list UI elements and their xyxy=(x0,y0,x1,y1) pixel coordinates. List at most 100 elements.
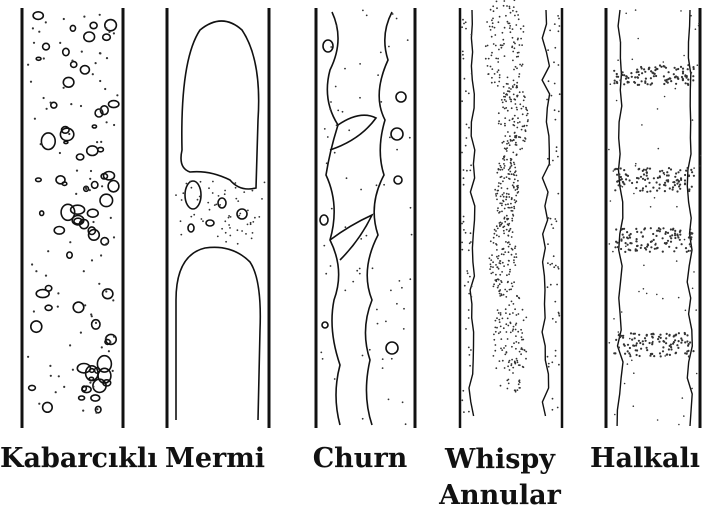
gas-bubble xyxy=(54,227,64,235)
stipple-dot xyxy=(346,177,348,179)
stipple-dot xyxy=(633,345,635,347)
stipple-dot xyxy=(557,15,559,17)
stipple-dot xyxy=(651,353,653,355)
liquid-wisp-dot xyxy=(518,136,520,138)
liquid-wisp-dot xyxy=(502,169,504,171)
liquid-wisp-dot xyxy=(516,109,518,111)
stipple-dot xyxy=(690,72,692,74)
stipple-dot xyxy=(465,232,467,234)
liquid-wisp-dot xyxy=(497,61,499,63)
gas-bubble xyxy=(391,128,403,140)
liquid-wisp-dot xyxy=(496,266,498,268)
stipple-dot xyxy=(76,170,78,172)
stipple-dot xyxy=(665,81,667,83)
liquid-wisp-dot xyxy=(502,106,504,108)
stipple-dot xyxy=(105,27,107,29)
stipple-dot xyxy=(632,333,634,335)
stipple-dot xyxy=(390,290,392,292)
stipple-dot xyxy=(468,293,470,295)
stipple-dot xyxy=(641,80,643,82)
stipple-dot xyxy=(182,192,184,194)
liquid-wisp-dot xyxy=(498,168,500,170)
stipple-dot xyxy=(621,311,623,313)
stipple-dot xyxy=(691,233,693,235)
stipple-dot xyxy=(31,263,33,265)
liquid-wisp-dot xyxy=(505,241,507,243)
stipple-dot xyxy=(630,332,632,334)
gas-bubble xyxy=(33,12,43,20)
stipple-dot xyxy=(687,64,689,66)
stipple-dot xyxy=(469,354,471,356)
liquid-wisp-dot xyxy=(513,69,515,71)
stipple-dot xyxy=(636,69,638,71)
liquid-wisp-dot xyxy=(500,326,502,328)
stipple-dot xyxy=(376,309,378,311)
liquid-wisp-dot xyxy=(505,308,507,310)
stipple-dot xyxy=(629,338,631,340)
stipple-dot xyxy=(462,390,464,392)
liquid-wisp-dot xyxy=(491,55,493,57)
stipple-dot xyxy=(252,221,254,223)
liquid-wisp-dot xyxy=(513,326,515,328)
stipple-dot xyxy=(369,349,371,351)
liquid-wisp-dot xyxy=(500,44,502,46)
liquid-wisp-dot xyxy=(488,58,490,60)
pipe-annular xyxy=(606,8,701,428)
liquid-wisp-dot xyxy=(501,271,503,273)
stipple-dot xyxy=(636,181,638,183)
liquid-wisp-dot xyxy=(503,141,505,143)
liquid-wisp-dot xyxy=(494,73,496,75)
stipple-dot xyxy=(91,259,93,261)
stipple-dot xyxy=(624,251,626,253)
stipple-dot xyxy=(619,185,621,187)
stipple-dot xyxy=(221,228,223,230)
stipple-dot xyxy=(619,336,621,338)
stipple-dot xyxy=(180,234,182,236)
liquid-wisp-dot xyxy=(513,80,515,82)
stipple-dot xyxy=(680,337,682,339)
stipple-dot xyxy=(675,352,677,354)
liquid-wisp-dot xyxy=(505,199,507,201)
stipple-dot xyxy=(672,181,674,183)
liquid-wisp-dot xyxy=(510,288,512,290)
liquid-wisp-dot xyxy=(519,351,521,353)
liquid-wisp-dot xyxy=(497,228,499,230)
stipple-dot xyxy=(623,74,625,76)
liquid-wisp-dot xyxy=(509,178,511,180)
liquid-wisp-dot xyxy=(507,173,509,175)
gas-bubble xyxy=(43,43,50,50)
stipple-dot xyxy=(690,236,692,238)
liquid-wisp-dot xyxy=(521,336,523,338)
stipple-dot xyxy=(688,236,690,238)
stipple-dot xyxy=(659,184,661,186)
stipple-dot xyxy=(683,415,685,417)
stipple-dot xyxy=(698,23,700,25)
stipple-dot xyxy=(658,148,660,150)
stipple-dot xyxy=(655,243,657,245)
liquid-wisp-dot xyxy=(526,115,528,117)
stipple-dot xyxy=(678,340,680,342)
stipple-dot xyxy=(75,193,77,195)
liquid-wisp-dot xyxy=(522,113,524,115)
liquid-wisp-dot xyxy=(516,107,518,109)
stipple-dot xyxy=(112,299,114,301)
liquid-wisp-dot xyxy=(492,26,494,28)
liquid-wisp-dot xyxy=(511,359,513,361)
gas-bubble xyxy=(29,385,36,390)
stipple-dot xyxy=(68,133,70,135)
gas-bubble xyxy=(91,395,100,401)
liquid-wisp-dot xyxy=(492,272,494,274)
liquid-wisp-dot xyxy=(499,74,501,76)
liquid-wisp-dot xyxy=(502,194,504,196)
stipple-dot xyxy=(608,149,610,151)
liquid-wisp-dot xyxy=(485,58,487,60)
stipple-dot xyxy=(676,183,678,185)
liquid-wisp-dot xyxy=(503,196,505,198)
stipple-dot xyxy=(664,190,666,192)
liquid-wisp-dot xyxy=(498,21,500,23)
liquid-wisp-dot xyxy=(509,135,511,137)
stipple-dot xyxy=(471,296,473,298)
liquid-wisp-dot xyxy=(508,142,510,144)
stipple-dot xyxy=(348,129,350,131)
liquid-wisp-dot xyxy=(514,308,516,310)
